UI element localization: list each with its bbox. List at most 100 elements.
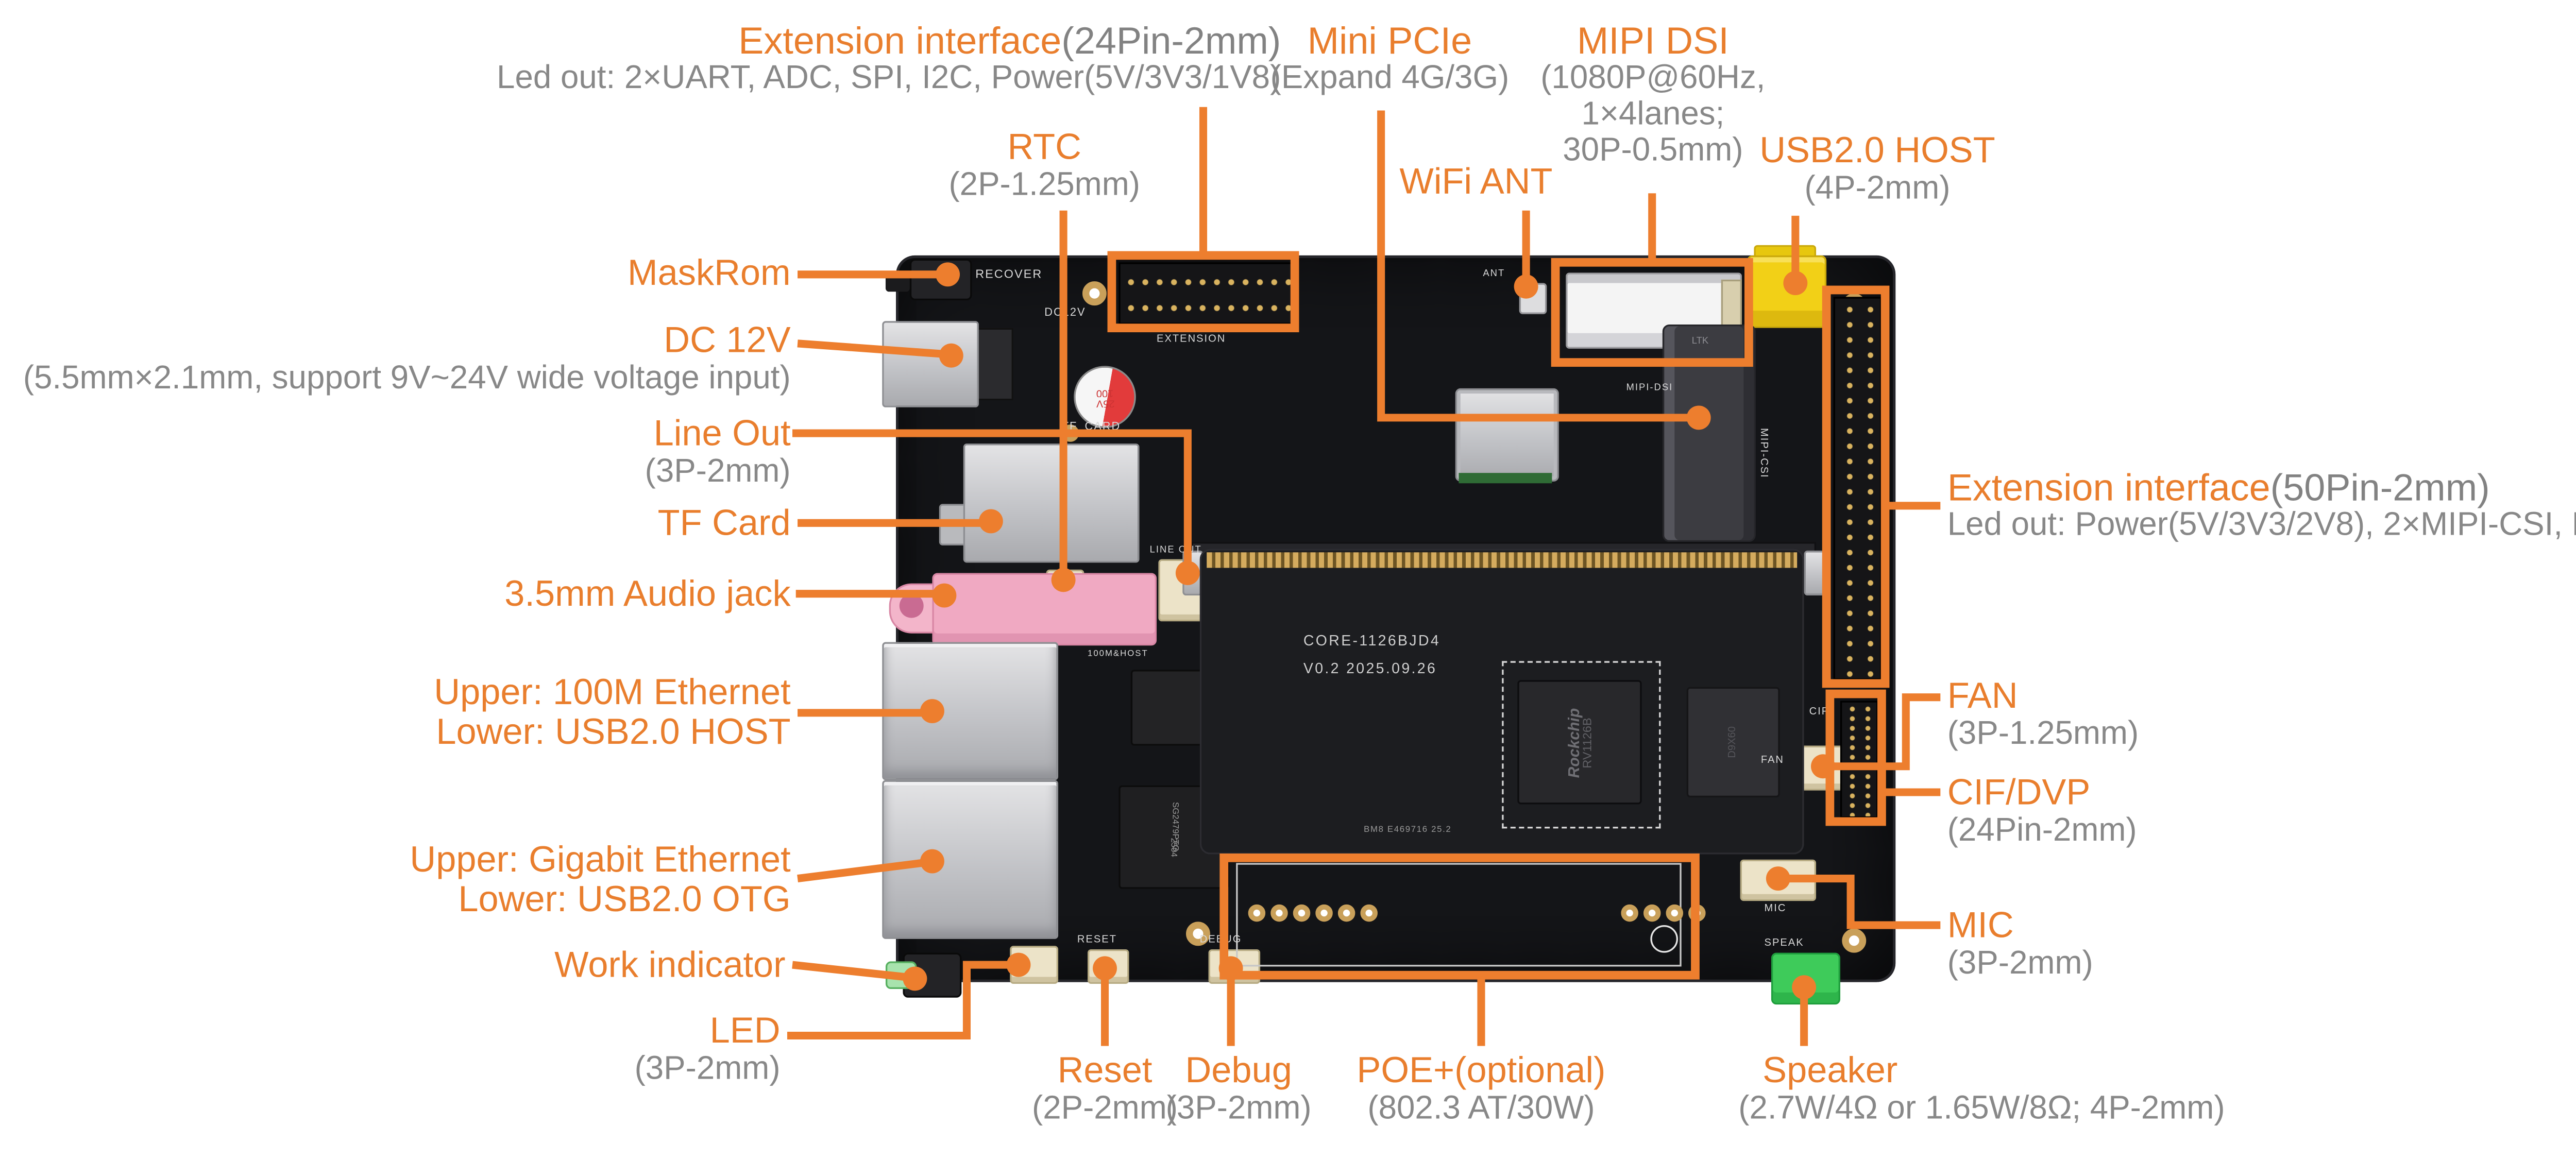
callout-mini-pcie: Mini PCIe (Expand 4G/3G) — [1226, 21, 1554, 96]
callout-audio-jack: 3.5mm Audio jack — [0, 575, 790, 615]
callout-fan: FAN (3P-1.25mm) — [1947, 677, 2327, 753]
poe-hole — [1248, 904, 1266, 922]
callout-extension-50pin: Extension interface(50Pin-2mm) Led out: … — [1947, 468, 2576, 543]
callout-poe: POE+(optional) (802.3 AT/30W) — [1320, 1051, 1641, 1127]
callout-title: Mini PCIe — [1307, 19, 1472, 62]
callout-subtitle: (3P-2mm) — [1165, 1090, 1312, 1128]
callout-usb-host: USB2.0 HOST (4P-2mm) — [1743, 131, 2011, 207]
callout-title: Speaker — [1762, 1051, 1898, 1091]
capacitor-marking: 100 — [1096, 386, 1114, 397]
callout-subtitle: (Expand 4G/3G) — [1270, 60, 1510, 97]
silkscreen-speak: SPEAK — [1764, 939, 1804, 949]
callout-ethernet-gigabit: Upper: Gigabit Ethernet Lower: USB2.0 OT… — [0, 841, 790, 920]
callout-title: Upper: 100M Ethernet — [434, 673, 791, 713]
callout-title: MIPI DSI — [1577, 19, 1729, 62]
poe-hole — [1360, 904, 1378, 922]
silkscreen-eth: 100M&HOST — [1088, 649, 1148, 660]
silkscreen-extension: EXTENSION — [1157, 335, 1226, 346]
mounting-hole — [1082, 281, 1107, 306]
silkscreen-recover: RECOVER — [975, 269, 1043, 282]
callout-led: LED (3P-2mm) — [0, 1012, 781, 1087]
callout-title: Work indicator — [554, 946, 786, 986]
dc-jack — [882, 321, 979, 407]
module-name: CORE-1126BJD4 — [1303, 632, 1441, 649]
callout-subtitle: (3P-2mm) — [1947, 946, 2093, 982]
poe-hole — [1621, 904, 1638, 922]
callout-subtitle: (1080P@60Hz, — [1540, 60, 1766, 97]
capacitor-marking: 25V — [1095, 397, 1114, 407]
led-connector — [1010, 946, 1059, 984]
poe-hole — [1643, 904, 1661, 922]
callout-dc12v: DC 12V (5.5mm×2.1mm, support 9V~24V wide… — [0, 321, 791, 397]
cif-dvp-header — [1840, 701, 1878, 818]
callout-reset: Reset (2P-2mm) — [984, 1051, 1226, 1127]
poe-hole — [1688, 904, 1706, 922]
callout-subtitle: 1×4lanes; — [1581, 96, 1725, 133]
speaker-connector — [1771, 952, 1840, 1005]
callout-title: MIC — [1947, 906, 2014, 946]
callout-mic: MIC (3P-2mm) — [1947, 906, 2327, 982]
mic-connector — [1740, 859, 1817, 901]
silkscreen-ant: ANT — [1483, 269, 1505, 280]
module-marking: BM8 E469716 25.2 — [1364, 825, 1452, 835]
callout-title: USB2.0 HOST — [1759, 131, 1995, 171]
silkscreen-dc12v: DC12V — [1044, 307, 1086, 319]
silkscreen-mipi-csi: MIPI-CSI — [1757, 428, 1768, 479]
callout-subtitle: (3P-1.25mm) — [1947, 716, 2139, 753]
callout-title: Extension interface — [1947, 466, 2270, 509]
usb-host-connector — [1747, 255, 1827, 328]
callout-title: Debug — [1185, 1051, 1292, 1091]
ddr-chip: D9X60 — [1686, 687, 1780, 798]
tf-card-slot — [963, 443, 1140, 563]
maskrom-recover-button — [909, 259, 972, 301]
extension-50pin-header — [1833, 297, 1882, 680]
callout-subtitle: (5.5mm×2.1mm, support 9V~24V wide voltag… — [23, 361, 791, 397]
audio-jack-body — [932, 573, 1157, 646]
poe-hole — [1270, 904, 1288, 922]
callout-suffix: (24Pin-2mm) — [1061, 19, 1281, 62]
callout-subtitle: (2P-2mm) — [1031, 1090, 1178, 1128]
callout-title: DC 12V — [664, 321, 791, 361]
sodimm-gold-fingers — [1207, 552, 1798, 568]
callout-subtitle: (4P-2mm) — [1804, 170, 1951, 208]
callout-work-indicator: Work indicator — [0, 946, 786, 986]
callout-subtitle: Led out: Power(5V/3V3/2V8), 2×MIPI-CSI, … — [1947, 507, 2576, 544]
soc-keepout-outline — [1502, 661, 1661, 829]
ddr-marking: D9X60 — [1728, 726, 1739, 758]
poe-pilot-ring — [1650, 925, 1678, 953]
callout-suffix: (50Pin-2mm) — [2270, 466, 2490, 509]
silkscreen-tf-card: TF_CARD — [1061, 421, 1121, 434]
callout-speaker: Speaker (2.7W/4Ω or 1.65W/8Ω; 4P-2mm) — [1738, 1051, 2291, 1127]
silkscreen-line-out: LINE OUT — [1149, 545, 1202, 556]
callout-subtitle: (3P-2mm) — [634, 1051, 781, 1088]
callout-tf-card: TF Card — [0, 504, 791, 543]
silkscreen-debug: DEBUG — [1199, 935, 1242, 946]
callout-rtc: RTC (2P-1.25mm) — [897, 128, 1191, 203]
silkscreen-mic: MIC — [1764, 904, 1787, 915]
callout-maskrom: MaskRom — [0, 254, 791, 294]
audio-jack-hole — [899, 593, 924, 618]
poe-hole — [1337, 904, 1355, 922]
callout-title: Lower: USB2.0 HOST — [436, 712, 791, 753]
callout-title: TF Card — [657, 504, 791, 544]
poe-hole — [1666, 904, 1684, 922]
wifi-ant-connector — [1519, 283, 1547, 314]
callout-cif-dvp: CIF/DVP (24Pin-2mm) — [1947, 773, 2327, 849]
reset-connector — [1088, 949, 1129, 984]
ethernet-gigabit-otg-stack — [882, 780, 1059, 939]
callout-title: MaskRom — [627, 253, 791, 294]
callout-subtitle: (24Pin-2mm) — [1947, 813, 2137, 849]
callout-title: RTC — [1007, 127, 1081, 168]
sodimm-latch-right — [1804, 550, 1825, 596]
callout-title: FAN — [1947, 676, 2018, 717]
callout-title: POE+(optional) — [1357, 1051, 1606, 1091]
poe-hole — [1315, 904, 1333, 922]
callout-ethernet-100m: Upper: 100M Ethernet Lower: USB2.0 HOST — [0, 673, 791, 753]
capacitor: 100 25V — [1074, 366, 1136, 428]
work-led-lens — [885, 961, 917, 990]
callout-subtitle: Led out: 2×UART, ADC, SPI, I2C, Power(5V… — [497, 60, 1281, 97]
pcie-socket-marking: LTK — [1691, 336, 1709, 347]
silkscreen-cif: CIF — [1809, 707, 1829, 718]
core-module: CORE-1126BJD4 V0.2 2025.09.26 Rockchip R… — [1199, 549, 1804, 855]
poe-hole — [1293, 904, 1311, 922]
